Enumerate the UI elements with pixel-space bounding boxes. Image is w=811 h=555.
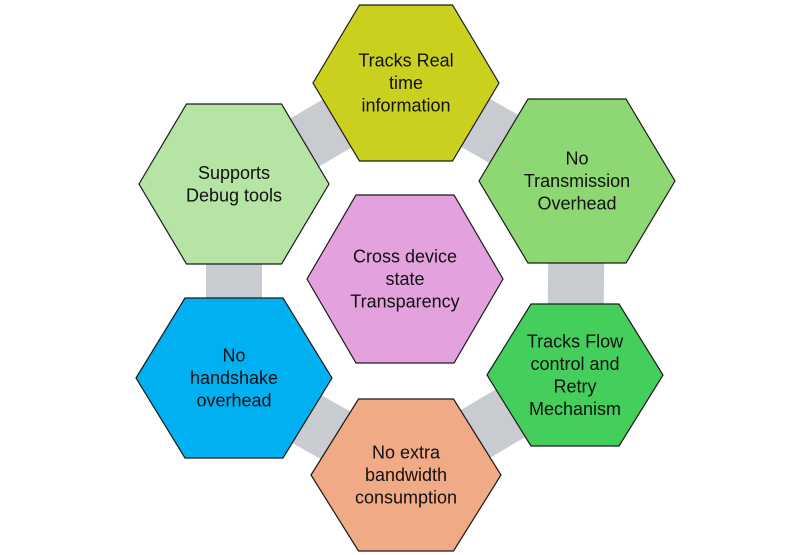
hexagon-bandwidth-label-line: consumption bbox=[355, 488, 457, 508]
hexagon-handshake-label-line: handshake bbox=[190, 368, 278, 388]
hexagon-handshake-label-line: overhead bbox=[196, 391, 271, 411]
hexagon-transmission-label-line: Transmission bbox=[524, 171, 630, 191]
hexagon-bandwidth-shape bbox=[310, 398, 502, 552]
hexagon-center-label-line: Cross device bbox=[353, 247, 457, 267]
hexagon-transmission-label-line: No bbox=[565, 149, 588, 169]
hexagon-transmission-label-line: Overhead bbox=[537, 194, 616, 214]
hexagon-flow-control-label-line: control and bbox=[530, 354, 619, 374]
hexagon-layer: Tracks RealtimeinformationNoTransmission… bbox=[135, 4, 676, 552]
hexagon-flow-control-label-line: Mechanism bbox=[529, 399, 621, 419]
hexagon-debug-shape bbox=[138, 103, 330, 265]
hexagon-center-label-line: state bbox=[385, 269, 424, 289]
hexagon-real-time-label-line: Tracks Real bbox=[358, 51, 453, 71]
hexagon-transmission-shape bbox=[478, 98, 676, 264]
hexagon-handshake-shape bbox=[135, 297, 333, 459]
hexagon-debug-label-line: Debug tools bbox=[186, 185, 282, 205]
hexagon-bandwidth-label-line: bandwidth bbox=[365, 465, 447, 485]
hexagon-center-label-line: Transparency bbox=[350, 292, 459, 312]
hexagon-debug-label-line: Supports bbox=[198, 163, 270, 183]
hexagon-flow-control-label-line: Tracks Flow bbox=[527, 331, 624, 351]
hexagon-real-time-label-line: time bbox=[389, 73, 423, 93]
hexagon-center-shape bbox=[306, 194, 504, 364]
hexagon-bandwidth-label-line: No extra bbox=[372, 443, 441, 463]
hexagon-flow-control-shape bbox=[486, 303, 664, 447]
hexagon-handshake-label-line: No bbox=[222, 346, 245, 366]
hexagon-real-time-label-line: information bbox=[361, 96, 450, 116]
hexagon-flow-control-label-line: Retry bbox=[553, 376, 596, 396]
hexagon-real-time-shape bbox=[312, 4, 500, 162]
